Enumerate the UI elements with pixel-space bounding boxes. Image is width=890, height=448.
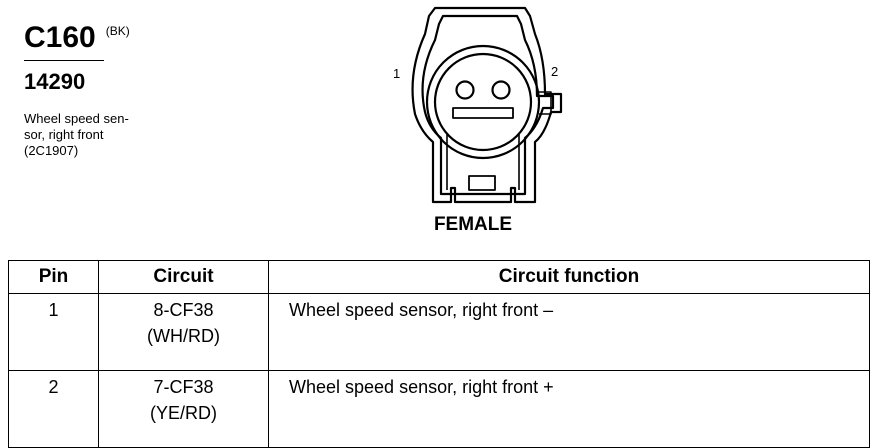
- circuit-cell: 7-CF38 (YE/RD): [98, 370, 269, 448]
- mating-face-inner-ring: [433, 52, 533, 152]
- locking-tab: [539, 91, 552, 115]
- part-number: 14290: [24, 69, 86, 94]
- description-line: (2C1907): [24, 143, 79, 158]
- pinout-table: Pin Circuit Circuit function 1 8-CF38 (W…: [8, 260, 870, 448]
- circuit-function: Wheel speed sensor, right front –: [268, 293, 870, 371]
- column-header-circuit: Circuit: [98, 260, 269, 294]
- mating-face-outer-ring: [425, 44, 541, 160]
- connector-color-code: (BK): [105, 24, 130, 38]
- connector-description: Wheel speed sen- sor, right front (2C190…: [24, 111, 164, 159]
- pin-number: 2: [8, 370, 99, 448]
- connector-housing-inner: [421, 14, 555, 196]
- table-row: 1 8-CF38 (WH/RD) Wheel speed sensor, rig…: [8, 293, 870, 371]
- circuit-number: 7-CF38: [153, 377, 214, 397]
- connector-header: C160 (BK) 14290 Wheel speed sen- sor, ri…: [24, 20, 224, 159]
- connector-title: C160 (BK): [24, 20, 224, 56]
- table-row: 2 7-CF38 (YE/RD) Wheel speed sensor, rig…: [8, 370, 870, 448]
- title-divider: [24, 60, 104, 61]
- keying-bar: [452, 107, 514, 119]
- description-line: sor, right front: [24, 127, 104, 142]
- connector-face-diagram: 1 2: [393, 6, 563, 204]
- circuit-cell: 8-CF38 (WH/RD): [98, 293, 269, 371]
- connector-gender-label: FEMALE: [433, 214, 513, 235]
- circuit-function: Wheel speed sensor, right front +: [268, 370, 870, 448]
- circuit-number: 8-CF38: [153, 300, 214, 320]
- connector-id: C160: [24, 21, 96, 54]
- description-line: Wheel speed sen-: [24, 111, 129, 126]
- pin-number: 1: [8, 293, 99, 371]
- bottom-key: [468, 175, 496, 191]
- wire-color: (WH/RD): [147, 326, 220, 346]
- pin-cavity-2: [491, 80, 511, 100]
- column-header-pin: Pin: [8, 260, 99, 294]
- pin-label-2: 2: [551, 64, 558, 79]
- wire-color: (YE/RD): [150, 403, 217, 423]
- pin-label-1: 1: [393, 66, 400, 81]
- pin-cavity-1: [455, 80, 475, 100]
- table-header-row: Pin Circuit Circuit function: [8, 260, 870, 294]
- column-header-circuit-function: Circuit function: [268, 260, 870, 294]
